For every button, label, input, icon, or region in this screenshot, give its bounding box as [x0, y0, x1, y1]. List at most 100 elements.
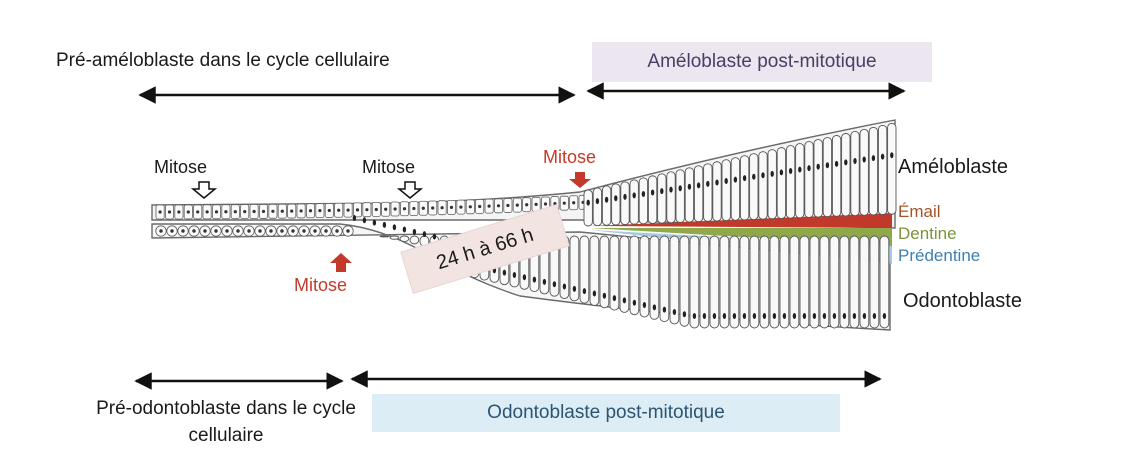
nucleus [632, 299, 637, 306]
nucleus [522, 274, 527, 281]
nucleus [299, 209, 303, 213]
nucleus [280, 229, 284, 233]
nucleus [308, 209, 313, 213]
nucleus [614, 195, 618, 202]
cell [579, 235, 590, 304]
cell [749, 235, 760, 329]
nucleus [871, 155, 876, 162]
nucleus [572, 285, 577, 292]
nucleus [604, 196, 609, 203]
nucleus [487, 204, 491, 208]
cells [155, 122, 897, 329]
cell [868, 126, 879, 216]
nucleus [553, 201, 557, 206]
ameloblast-post-mitotic-label: Améloblaste post-mitotique [647, 51, 877, 72]
nucleus [706, 180, 710, 187]
cell [767, 149, 777, 220]
nucleus [742, 175, 747, 182]
nucleus [682, 311, 687, 318]
nucleus [582, 288, 587, 295]
ameloblast-post-mitotic-box: Améloblaste post-mitotique [592, 42, 932, 82]
cell [809, 235, 820, 329]
nucleus [512, 271, 517, 278]
nucleus [525, 203, 529, 207]
nucleus [384, 207, 388, 211]
nucleus [214, 210, 219, 214]
nucleus [393, 207, 397, 211]
nucleus [440, 206, 444, 210]
nucleus [779, 169, 784, 176]
odontoblast-post-mitotic-label: Odontoblaste post-mitotique [487, 402, 725, 423]
nucleus [632, 192, 636, 199]
cell [689, 235, 700, 329]
cell [813, 139, 823, 218]
mitose-label-red: Mitose [543, 147, 597, 167]
cell [785, 145, 796, 219]
nucleus [243, 210, 247, 214]
nucleus [468, 205, 472, 209]
nucleus [853, 157, 857, 164]
nucleus [622, 297, 627, 304]
nucleus [715, 179, 719, 186]
nucleus [362, 217, 367, 224]
cell [859, 129, 869, 216]
nucleus [318, 209, 322, 213]
nucleus [742, 313, 747, 319]
nucleus [214, 229, 218, 233]
nucleus [534, 202, 538, 206]
nucleus [291, 229, 295, 233]
nucleus [772, 313, 777, 319]
nucleus [335, 229, 339, 233]
nucleus [612, 295, 617, 302]
cell [839, 235, 850, 329]
cell [779, 235, 790, 329]
nucleus [816, 163, 820, 170]
cell [721, 159, 731, 222]
nucleus [822, 313, 827, 319]
nucleus [252, 209, 256, 214]
nucleus [258, 229, 262, 233]
nucleus [159, 229, 163, 233]
nucleus [346, 229, 350, 233]
nucleus [696, 182, 701, 189]
cell [659, 235, 670, 323]
nucleus [798, 166, 802, 173]
nucleus [236, 229, 240, 233]
nucleus [502, 269, 507, 276]
nucleus [327, 208, 331, 213]
nucleus [421, 206, 425, 210]
nucleus [812, 313, 817, 319]
nucleus [852, 313, 857, 319]
nucleus [346, 208, 350, 212]
mitose-label: Mitose [362, 157, 416, 177]
nucleus [492, 267, 497, 274]
nucleus [459, 205, 463, 209]
cell [819, 235, 830, 329]
nucleus [642, 302, 647, 309]
cell [841, 133, 851, 217]
nucleus [261, 209, 266, 214]
cell [379, 235, 390, 238]
cell [669, 235, 680, 325]
nucleus [271, 209, 275, 213]
nucleus [382, 221, 387, 228]
cell [769, 235, 780, 329]
cell [611, 183, 621, 226]
nucleus [782, 313, 787, 319]
nucleus [302, 229, 306, 233]
nucleus [196, 210, 200, 214]
cell [795, 143, 805, 219]
cell [729, 235, 740, 329]
nucleus [562, 283, 567, 290]
ameloblaste-label: Améloblaste [898, 156, 1009, 178]
nucleus [392, 224, 397, 231]
nucleus [595, 198, 600, 205]
cell [739, 235, 750, 329]
cell [599, 235, 610, 309]
nucleus [170, 229, 174, 233]
nucleus [158, 210, 162, 214]
nucleus [834, 160, 839, 167]
nucleus [669, 186, 673, 193]
cell [601, 185, 612, 226]
